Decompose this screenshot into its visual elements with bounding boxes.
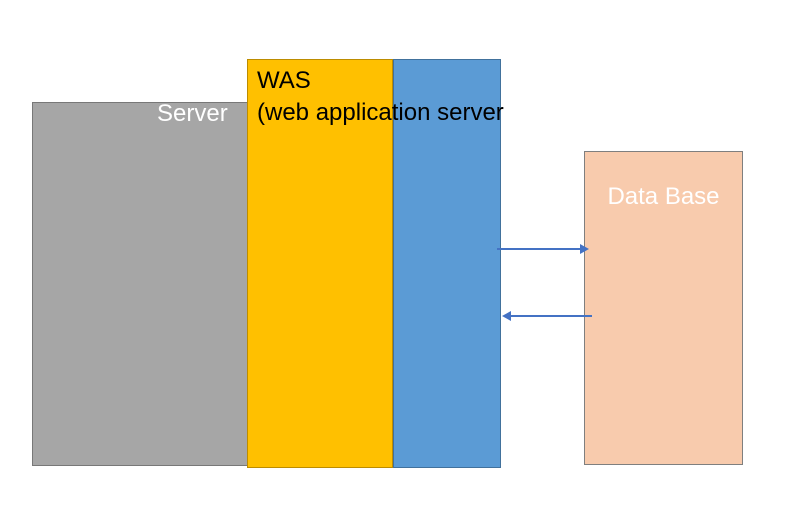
arrow-to-database-line <box>497 248 581 250</box>
arrowhead-left-icon <box>502 311 511 321</box>
was-label-line2: (web application server <box>257 99 504 126</box>
database-box <box>584 151 743 465</box>
arrowhead-right-icon <box>580 244 589 254</box>
arrow-from-database-line <box>510 315 592 317</box>
was-box <box>247 59 393 468</box>
was-label: WAS (web application server <box>257 65 504 129</box>
web-server-column-box <box>393 59 501 468</box>
database-label: Data Base <box>607 183 720 210</box>
server-box <box>32 102 249 466</box>
was-label-line1: WAS <box>257 67 311 94</box>
server-label: Server <box>157 100 228 127</box>
